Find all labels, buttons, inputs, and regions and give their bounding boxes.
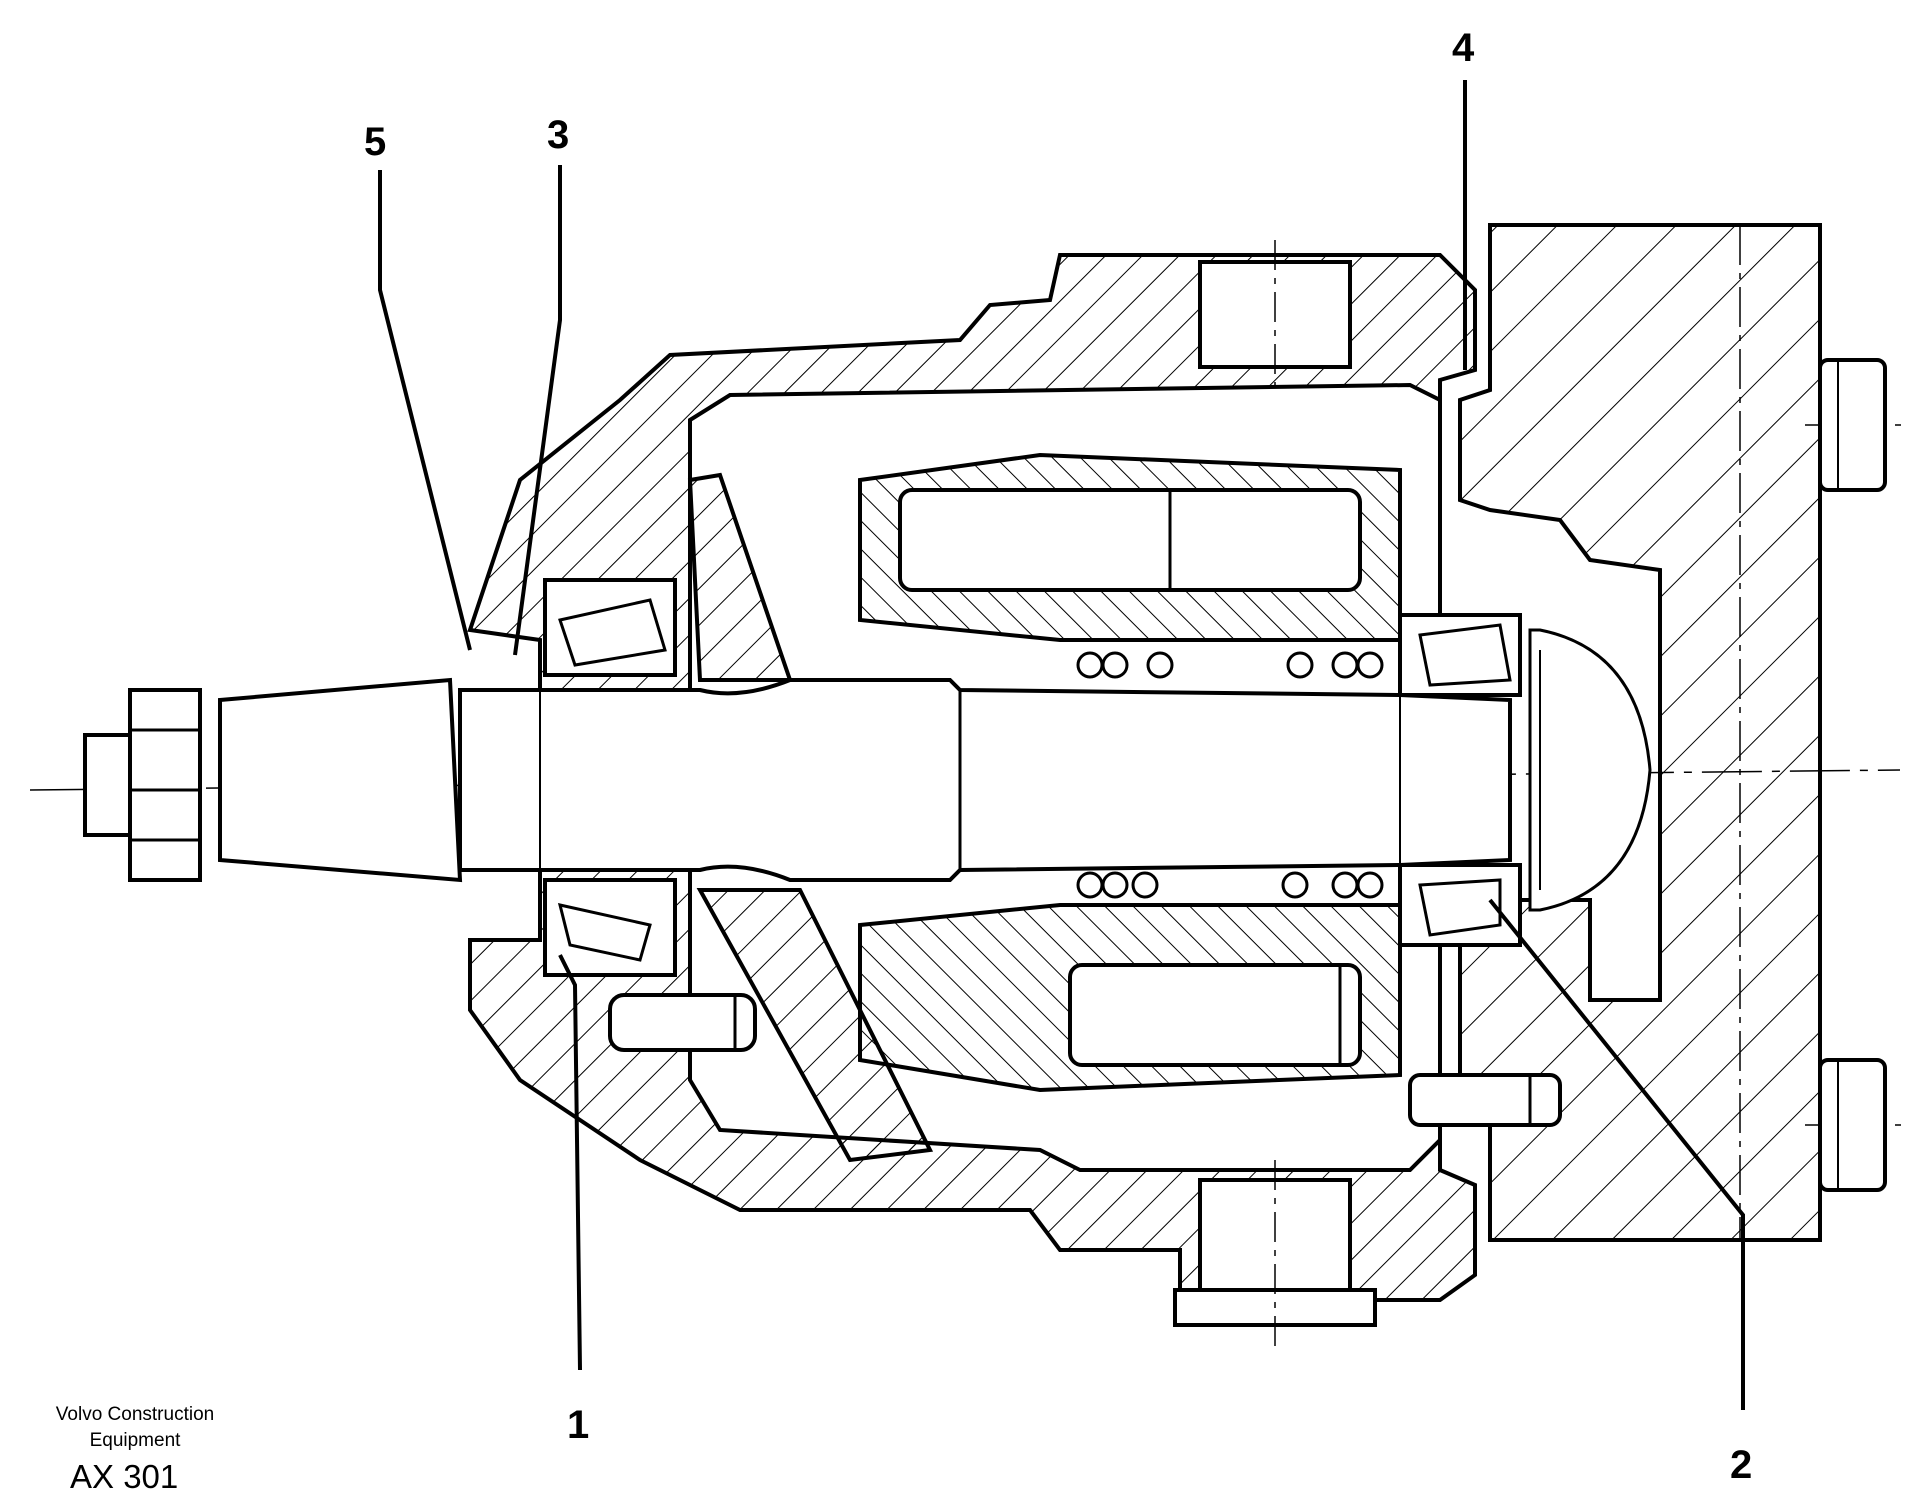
callout-label-5: 5	[364, 120, 387, 164]
drive-shaft	[83, 677, 1512, 883]
callout-label-4: 4	[1452, 26, 1475, 70]
rear-bearing	[1398, 613, 1522, 947]
drawing-code: AX 301	[70, 1458, 179, 1495]
end-cover	[1458, 223, 1887, 1242]
callout-label-1: 1	[567, 1403, 590, 1447]
callout-label-3: 3	[547, 113, 570, 157]
locating-pins	[608, 993, 1562, 1127]
return-springs	[1076, 651, 1384, 899]
front-bearing	[543, 578, 677, 977]
manufacturer-line-1: Volvo Construction	[55, 1404, 215, 1425]
cylinder-block	[858, 452, 1402, 1093]
manufacturer-caption: Volvo Construction Equipment	[30, 1402, 240, 1454]
manufacturer-line-2: Equipment	[89, 1430, 181, 1451]
leader-lines	[378, 80, 1745, 1410]
callout-label-2: 2	[1730, 1443, 1753, 1487]
